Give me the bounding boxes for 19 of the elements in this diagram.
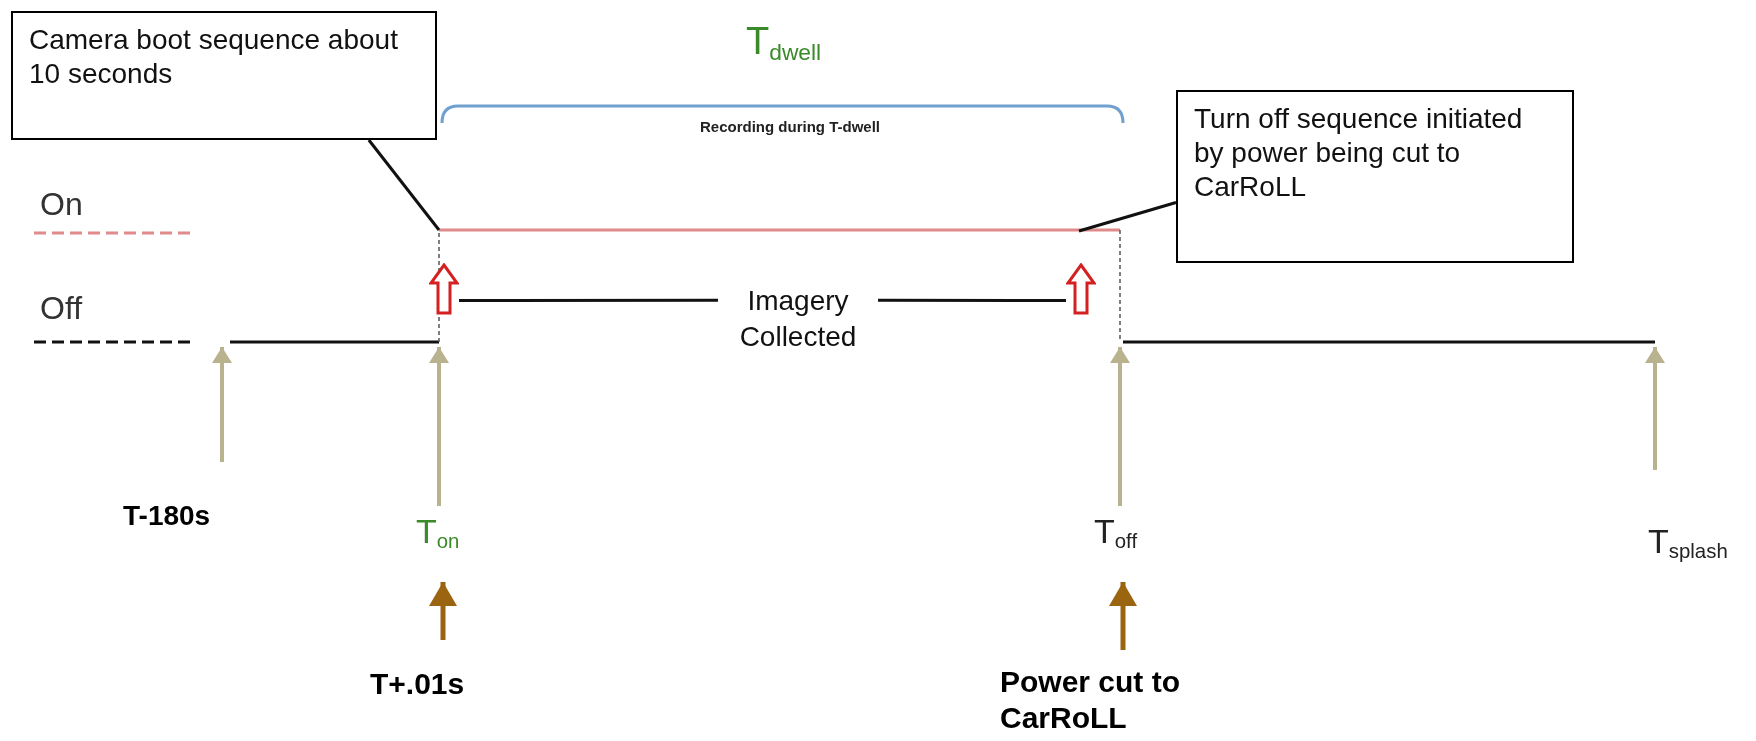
callout-box: Camera boot sequence about 10 seconds — [11, 11, 437, 140]
event-label: Power cut to CarRoLL — [1000, 664, 1181, 736]
annotation-text: Imagery Collected — [718, 283, 878, 355]
time-label: T$_{splash}$ — [1648, 522, 1728, 564]
leader-line — [367, 139, 441, 231]
level-label: Off — [40, 290, 83, 327]
hollow-arrow — [429, 263, 459, 315]
time-label: T$_{on}$ — [416, 512, 460, 554]
leader-line — [878, 298, 1066, 302]
leader-line — [1078, 201, 1177, 233]
time-label: T$_{dwell}$ — [746, 20, 822, 66]
time-label: T+.01s — [370, 667, 465, 701]
level-label: On — [40, 186, 83, 223]
leader-line — [459, 298, 718, 302]
callout-box: Turn off sequence initiated by power being cut to CarRoLL — [1176, 90, 1574, 263]
time-label: T$_{off}$ — [1094, 512, 1138, 554]
hollow-arrow — [1066, 263, 1096, 315]
bracket-label: Recording during T-dwell — [700, 118, 880, 135]
time-label: T-180s — [123, 500, 211, 532]
